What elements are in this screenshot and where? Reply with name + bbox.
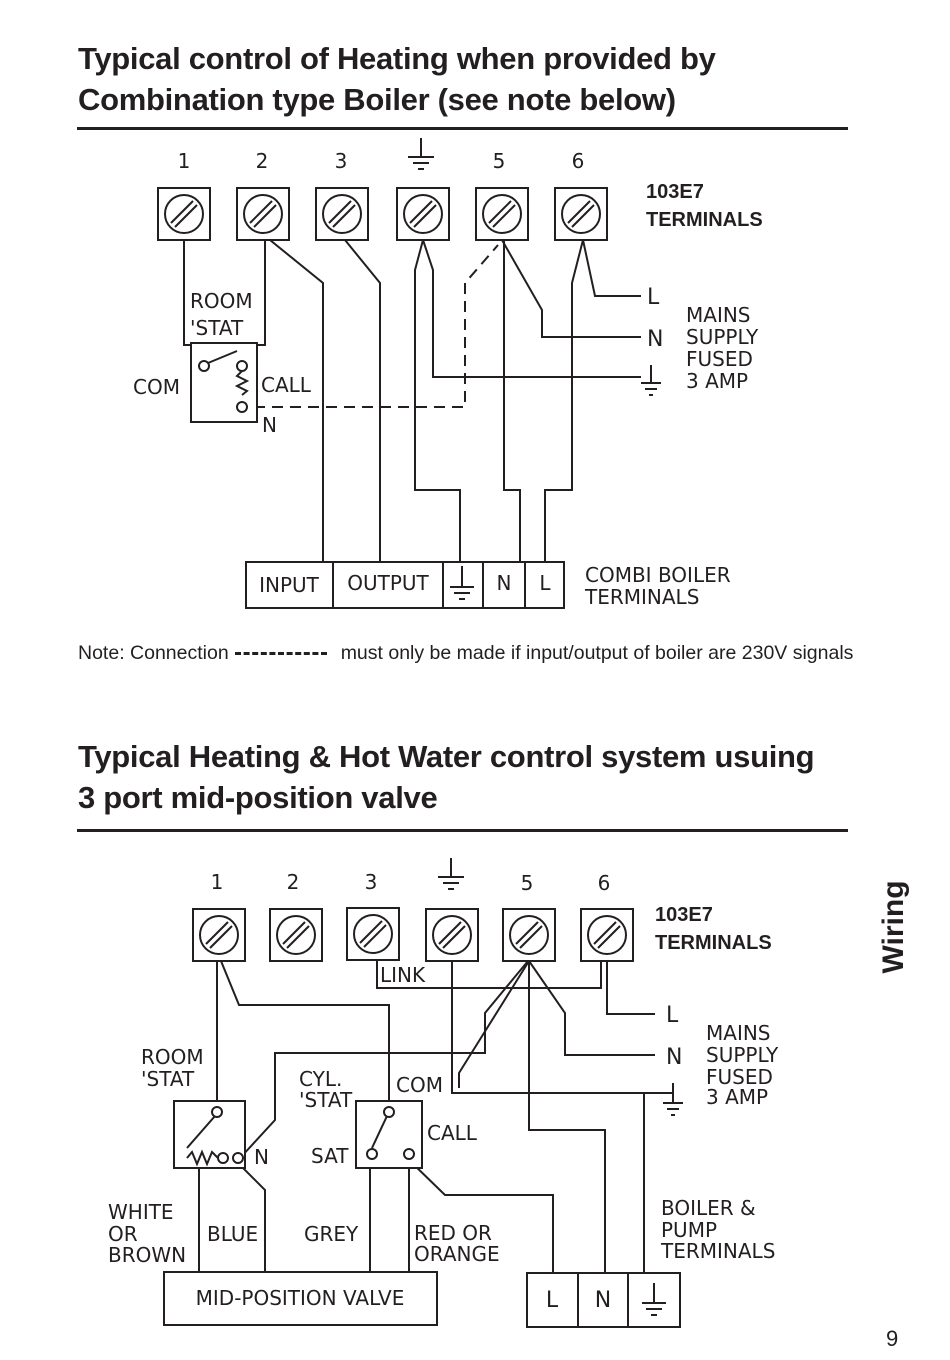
s2-red-label-line1: RED OR bbox=[414, 1221, 492, 1245]
s2-valve-label: MID-POSITION VALVE bbox=[196, 1286, 405, 1310]
s2-boiler-pump-terminal-block bbox=[526, 1272, 681, 1328]
s1-boiler-label-line2: TERMINALS bbox=[584, 585, 699, 609]
s1-mains-label-line4: 3 AMP bbox=[686, 369, 748, 393]
s2-terminals-name-line2: TERMINALS bbox=[655, 932, 772, 954]
s2-boiler-label-line2: PUMP bbox=[661, 1218, 717, 1242]
s1-terminal-label-5: 5 bbox=[493, 149, 506, 173]
s2-white-label-line2: OR bbox=[108, 1222, 138, 1246]
s2-sat-label: SAT bbox=[311, 1144, 349, 1168]
s2-terminal-label-1: 1 bbox=[211, 870, 224, 894]
s1-terminal-earth-screw-icon bbox=[396, 187, 450, 241]
s2-room-stat-label-line2: 'STAT bbox=[141, 1067, 195, 1091]
s2-cylinder-stat-symbol bbox=[355, 1100, 423, 1169]
s2-boiler-l-label: L bbox=[546, 1288, 559, 1313]
s2-terminal-5-screw-icon bbox=[502, 908, 556, 962]
s1-terminal-label-1: 1 bbox=[178, 149, 191, 173]
s2-mains-label-line4: 3 AMP bbox=[706, 1085, 768, 1109]
s1-room-stat-symbol bbox=[190, 342, 258, 423]
section1-title-line1: Typical control of Heating when provided… bbox=[78, 41, 716, 76]
s2-terminal-label-6: 6 bbox=[598, 871, 611, 895]
s1-terminal-3-screw-icon bbox=[315, 187, 369, 241]
s2-com-label: COM bbox=[396, 1073, 443, 1097]
section1-title: Typical control of Heating when provided… bbox=[78, 38, 716, 120]
s2-room-n-label: N bbox=[254, 1145, 269, 1169]
s1-boiler-label-line1: COMBI BOILER bbox=[585, 563, 731, 587]
note-suffix: must only be made if input/output of boi… bbox=[340, 642, 854, 664]
s1-terminal-2-screw-icon bbox=[236, 187, 290, 241]
note: Note: Connection must only be made if inp… bbox=[78, 640, 868, 667]
s2-terminal-label-3: 3 bbox=[365, 870, 378, 894]
s2-mains-label-line3: FUSED bbox=[706, 1065, 773, 1089]
s2-terminal-label-5: 5 bbox=[521, 871, 534, 895]
s1-terminal-label-6: 6 bbox=[572, 149, 585, 173]
s2-mains-n-label: N bbox=[666, 1045, 682, 1070]
s2-room-stat-symbol bbox=[173, 1100, 246, 1169]
s2-boiler-label-line1: BOILER & bbox=[661, 1196, 756, 1220]
s2-cyl-stat-label-line2: 'STAT bbox=[299, 1088, 353, 1112]
s2-wires bbox=[198, 960, 683, 1273]
s2-mains-label-line2: SUPPLY bbox=[706, 1043, 779, 1067]
s1-terminal-6-screw-icon bbox=[554, 187, 608, 241]
section2-title-line2: 3 port mid-position valve bbox=[78, 780, 438, 815]
s1-terminal-5-screw-icon bbox=[475, 187, 529, 241]
s2-terminal-1-screw-icon bbox=[192, 908, 246, 962]
s2-terminal-3-screw-icon bbox=[346, 907, 400, 961]
s1-optional-dashed-link bbox=[254, 244, 499, 408]
side-tab-label: Wiring bbox=[877, 880, 910, 974]
s2-link-label: LINK bbox=[380, 963, 426, 987]
s1-terminal-1-screw-icon bbox=[157, 187, 211, 241]
s1-boiler-output-label: OUTPUT bbox=[347, 571, 429, 595]
s2-boiler-label-line3: TERMINALS bbox=[660, 1239, 775, 1263]
s2-blue-label: BLUE bbox=[207, 1222, 258, 1246]
s1-terminal-earth-icon bbox=[408, 138, 434, 170]
s2-call-label: CALL bbox=[427, 1121, 478, 1145]
combi-boiler-wiring-diagram: 1 2 3 5 6 103E7 TERMINALS bbox=[133, 138, 763, 609]
s1-wires bbox=[183, 239, 661, 563]
side-tab: Wiring bbox=[864, 860, 924, 1000]
s1-room-stat-label-line2: 'STAT bbox=[190, 316, 244, 340]
page-number: 9 bbox=[886, 1326, 899, 1351]
s1-mains-label-line3: FUSED bbox=[686, 347, 753, 371]
section1-title-line2: Combination type Boiler (see note below) bbox=[78, 82, 676, 117]
s1-terminal-label-2: 2 bbox=[256, 149, 269, 173]
s1-boiler-n-label: N bbox=[497, 571, 512, 595]
section2-title: Typical Heating & Hot Water control syst… bbox=[78, 736, 815, 818]
s2-white-label-line1: WHITE bbox=[108, 1200, 174, 1224]
s1-terminal-label-3: 3 bbox=[335, 149, 348, 173]
mid-position-valve-wiring-diagram: 1 2 3 5 6 103E7 TERMINALS bbox=[108, 858, 779, 1328]
s1-terminals-name-line1: 103E7 bbox=[646, 181, 704, 203]
note-dash-symbol bbox=[234, 652, 327, 656]
s1-mains-l-label: L bbox=[647, 285, 660, 310]
s1-mains-label-line2: SUPPLY bbox=[686, 325, 759, 349]
section1-rule bbox=[77, 127, 848, 130]
s1-boiler-l-label: L bbox=[539, 571, 551, 595]
s1-com-label: COM bbox=[133, 375, 180, 399]
s1-boiler-input-label: INPUT bbox=[259, 573, 320, 597]
section2-title-line1: Typical Heating & Hot Water control syst… bbox=[78, 739, 815, 774]
s1-combi-boiler-terminal-block bbox=[245, 561, 565, 609]
section2-rule bbox=[77, 829, 848, 832]
s2-red-label-line2: ORANGE bbox=[414, 1242, 500, 1266]
s2-white-label-line3: BROWN bbox=[108, 1243, 186, 1267]
s2-boiler-n-label: N bbox=[595, 1288, 611, 1313]
s1-room-stat-label-line1: ROOM bbox=[190, 289, 253, 313]
s2-mains-l-label: L bbox=[666, 1003, 679, 1028]
s2-terminal-earth-screw-icon bbox=[425, 908, 479, 962]
s2-mid-position-valve-box bbox=[163, 1271, 438, 1326]
s2-terminal-label-2: 2 bbox=[287, 870, 300, 894]
s2-terminal-6-screw-icon bbox=[580, 908, 634, 962]
s2-terminal-earth-icon bbox=[438, 858, 464, 890]
s2-cyl-stat-label-line1: CYL. bbox=[299, 1067, 342, 1091]
s1-call-label: CALL bbox=[261, 373, 312, 397]
s2-room-stat-label-line1: ROOM bbox=[141, 1045, 204, 1069]
s1-mains-label-line1: MAINS bbox=[686, 303, 751, 327]
s2-grey-label: GREY bbox=[304, 1222, 359, 1246]
s1-terminals-name-line2: TERMINALS bbox=[646, 209, 763, 231]
note-prefix: Note: Connection bbox=[78, 642, 229, 664]
s2-terminals-name-line1: 103E7 bbox=[655, 904, 713, 926]
s1-n-label: N bbox=[262, 413, 277, 437]
s2-mains-label-line1: MAINS bbox=[706, 1021, 771, 1045]
s2-terminal-2-screw-icon bbox=[269, 908, 323, 962]
s1-mains-n-label: N bbox=[647, 327, 663, 352]
